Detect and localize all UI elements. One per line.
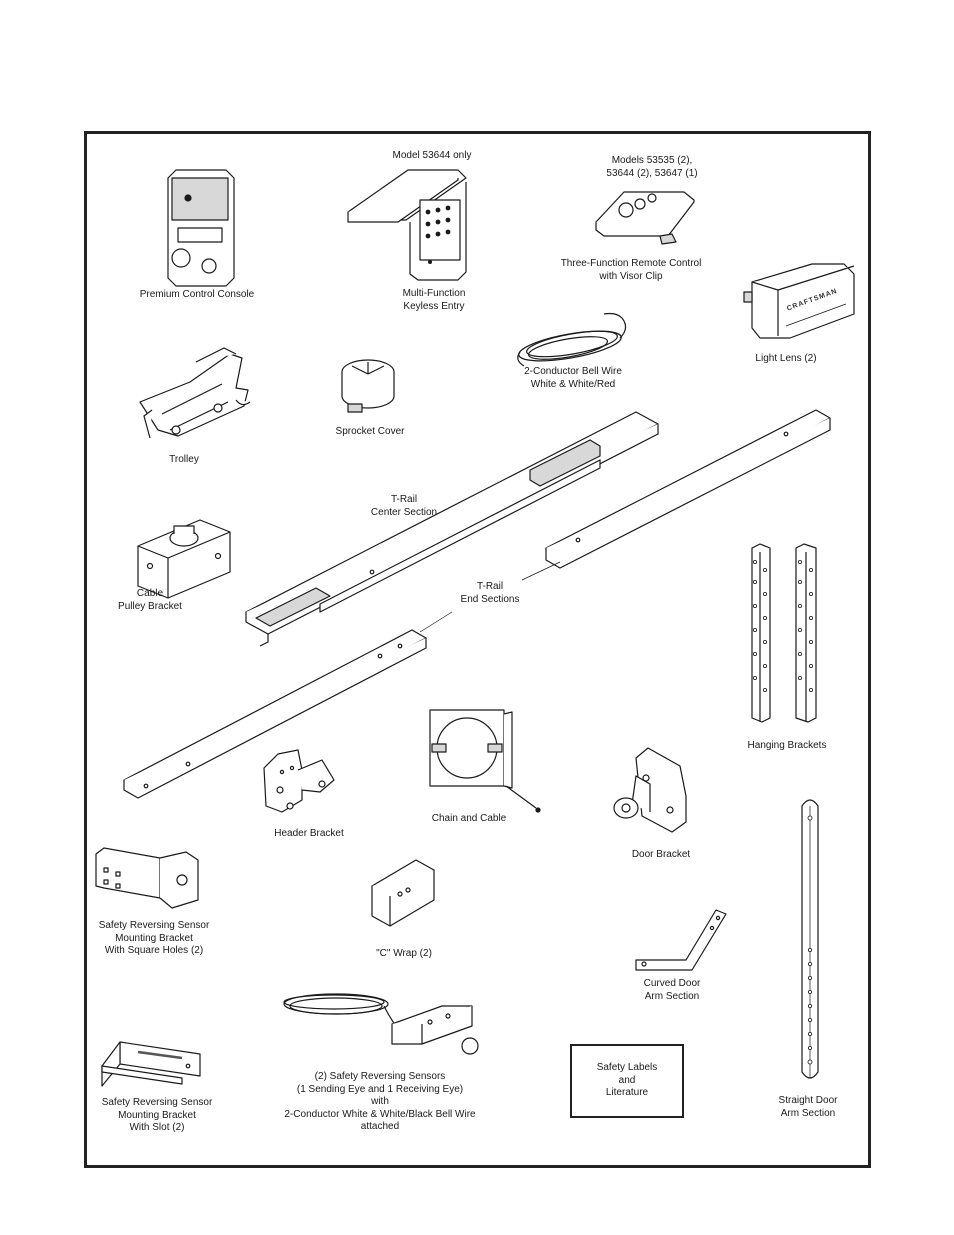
header-bracket-label: Header Bracket — [274, 828, 344, 839]
header-bracket-drawing — [263, 749, 335, 813]
c-wrap-drawing — [371, 859, 435, 927]
t-rail-end-lower-drawing — [123, 629, 427, 799]
straight-door-arm-drawing — [801, 799, 819, 1079]
light-lens-label: Light Lens (2) — [755, 353, 817, 364]
model-53644-only-note: Model 53644 only — [392, 150, 472, 161]
models-remote-note: Models 53535 (2),53644 (2), 53647 (1) — [606, 155, 698, 179]
chain-and-cable-label: Chain and Cable — [431, 813, 507, 824]
c-wrap-label: "C" Wrap (2) — [376, 948, 432, 959]
hanging-brackets-drawing — [751, 543, 817, 723]
light-lens-drawing — [743, 263, 855, 339]
safety-sensors-label: (2) Safety Reversing Sensors(1 Sending E… — [284, 1071, 476, 1132]
premium-control-console-label: Premium Control Console — [139, 289, 255, 300]
keyless-entry-drawing — [347, 169, 467, 281]
premium-control-console-drawing — [167, 169, 235, 287]
curved-door-arm-drawing — [635, 909, 727, 971]
safety-sensors-drawing — [283, 993, 479, 1055]
sensor-bracket-square-drawing — [95, 847, 199, 909]
t-rail-end-upper-drawing — [545, 409, 831, 569]
t-rail-center-drawing — [245, 411, 659, 647]
sprocket-cover-label: Sprocket Cover — [335, 426, 405, 437]
trolley-drawing — [139, 347, 251, 439]
sprocket-cover-drawing — [341, 359, 395, 413]
trolley-label: Trolley — [169, 454, 199, 465]
parts-diagram-frame — [84, 131, 871, 1168]
door-bracket-drawing — [613, 747, 687, 833]
sensor-bracket-slot-drawing — [101, 1041, 201, 1087]
chain-and-cable-drawing — [429, 709, 541, 813]
hanging-brackets-label: Hanging Brackets — [747, 740, 827, 751]
remote-control-drawing — [595, 191, 695, 245]
door-bracket-label: Door Bracket — [631, 849, 691, 860]
bell-wire-drawing — [517, 312, 627, 367]
cable-pulley-bracket-drawing — [137, 519, 231, 599]
